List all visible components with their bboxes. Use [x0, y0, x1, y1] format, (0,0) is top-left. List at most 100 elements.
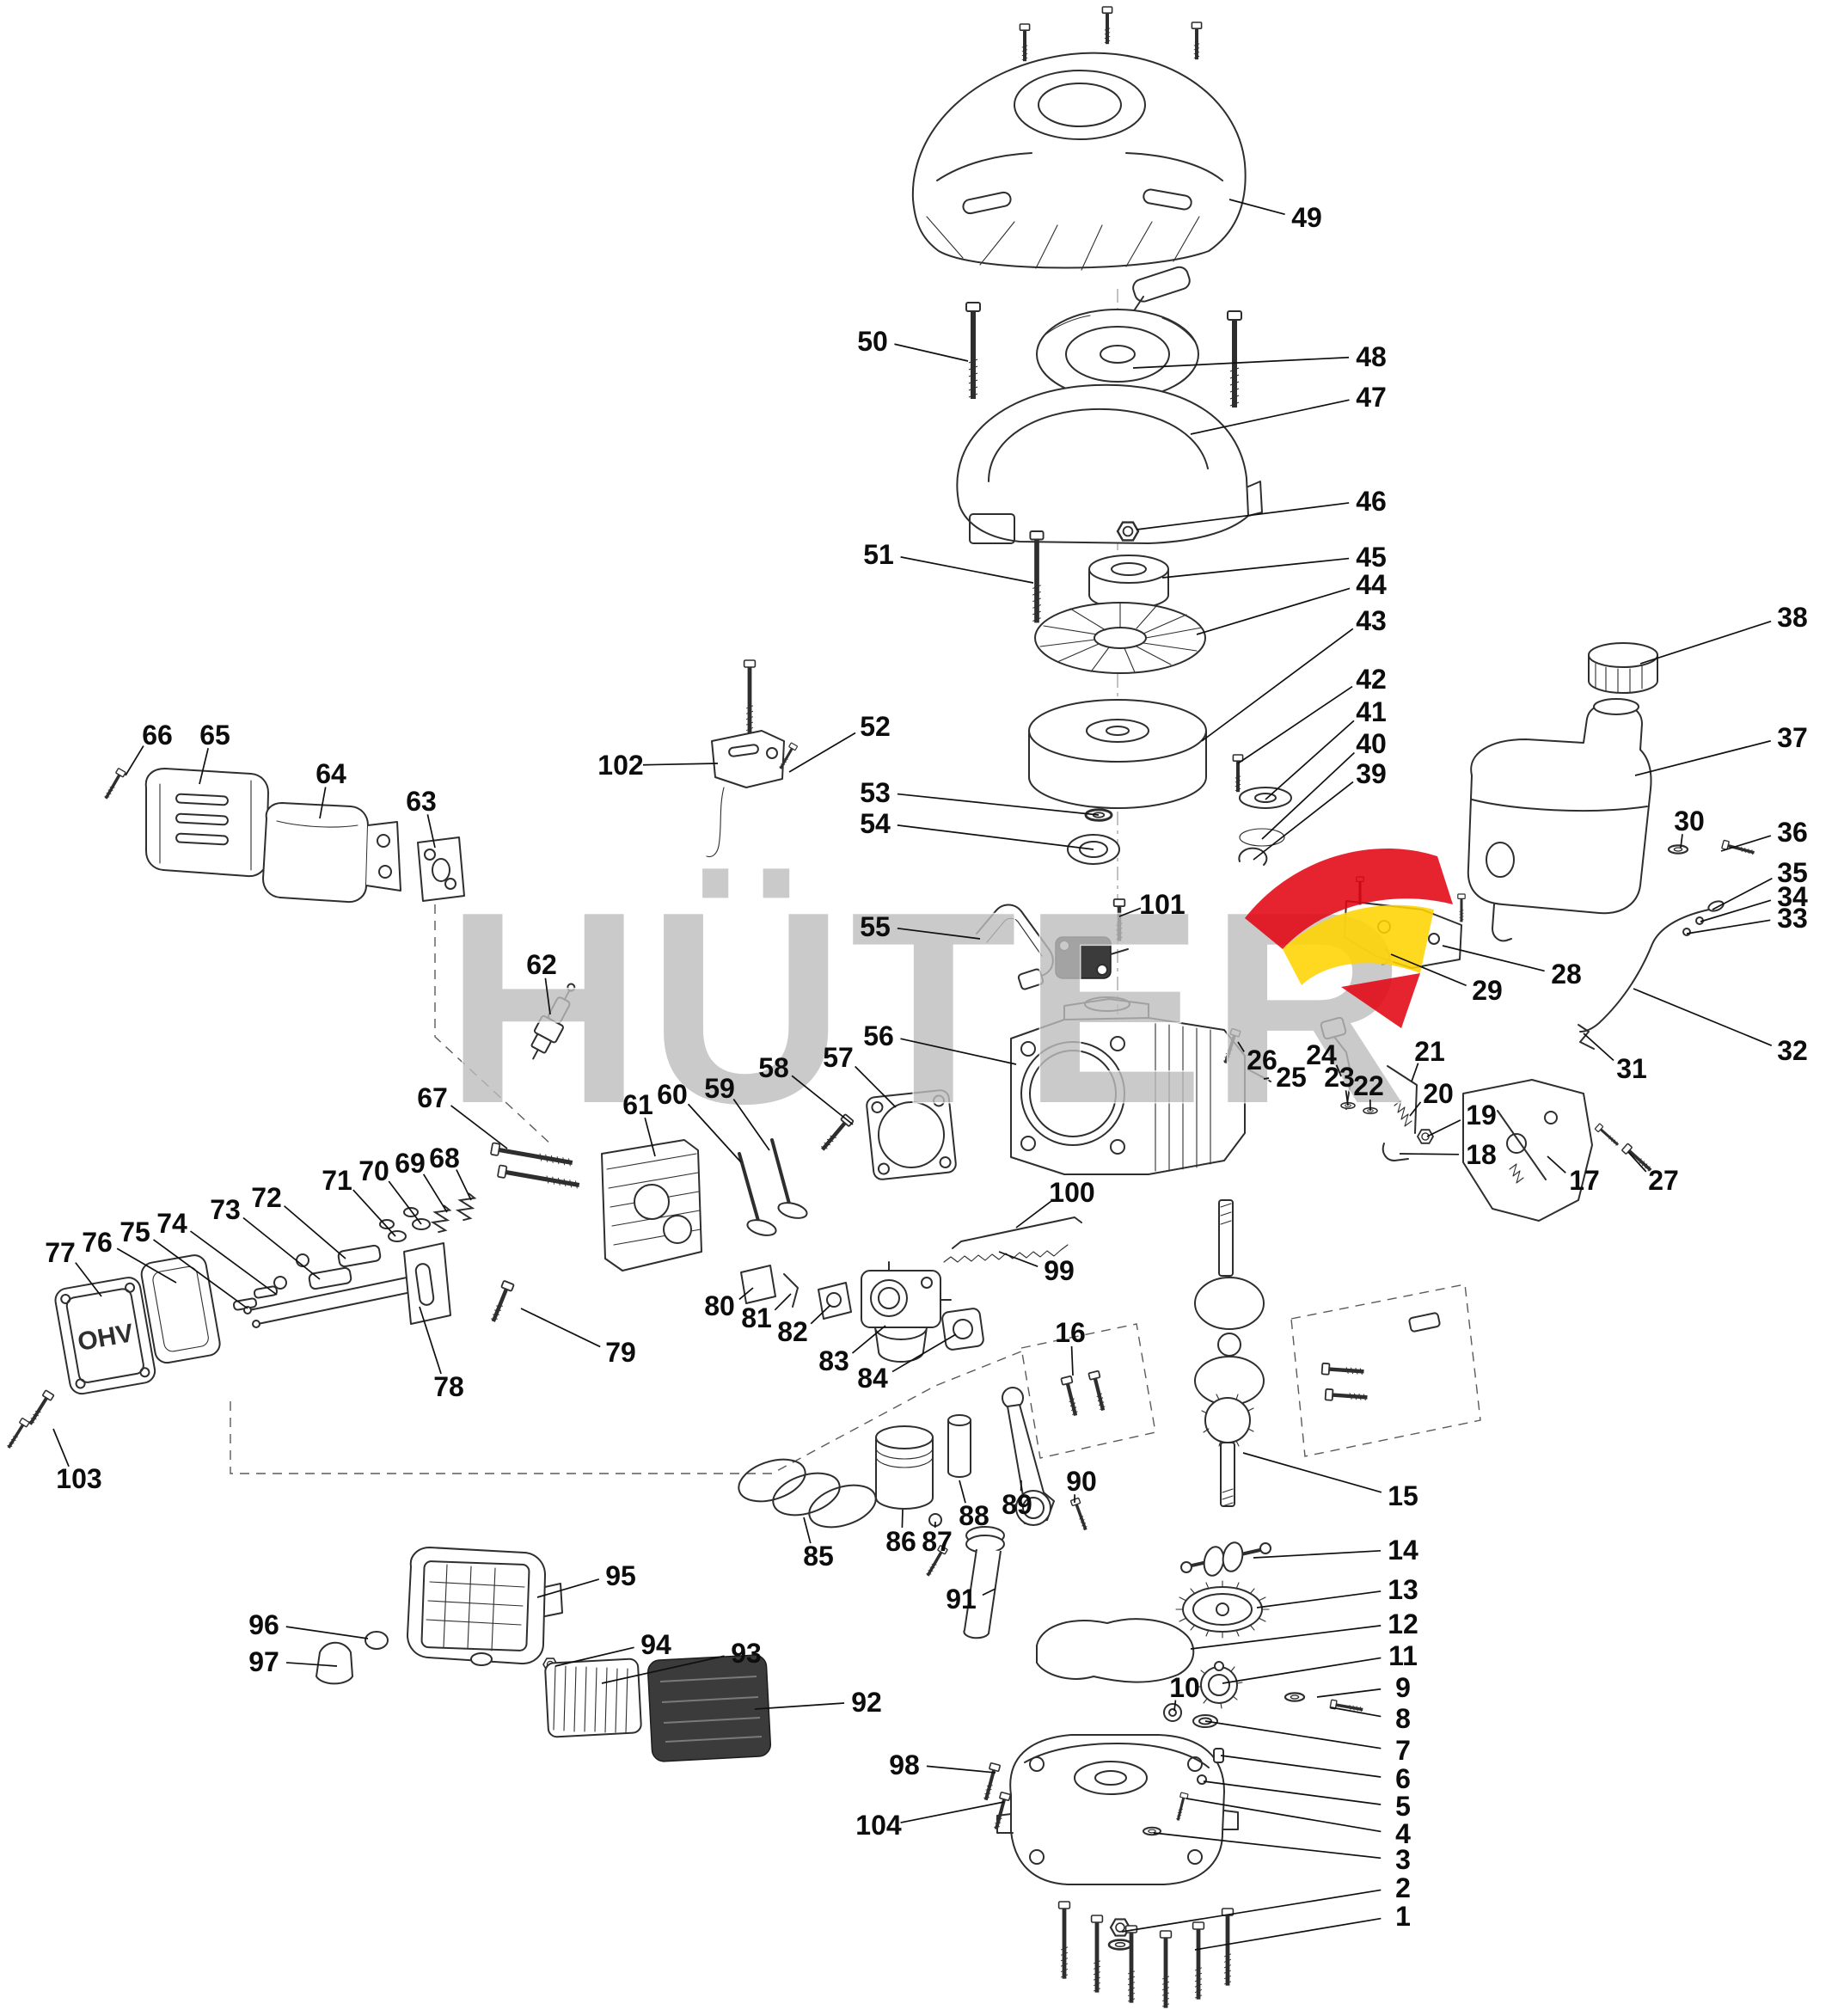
callout-55: 55 [860, 911, 891, 942]
callout-97: 97 [248, 1646, 279, 1677]
case-bolt-3 [1126, 1926, 1137, 2003]
valve-retainers [379, 1207, 431, 1242]
sump-bolt-b [991, 1792, 1010, 1831]
valve-spring-1 [455, 1191, 476, 1222]
fuel-cap [1588, 642, 1658, 694]
callout-7: 7 [1395, 1735, 1411, 1766]
leader-line-12 [1190, 1625, 1382, 1650]
engine-top-cover [911, 52, 1247, 271]
muffler [262, 802, 401, 904]
dowel-pin-2 [1197, 1774, 1207, 1785]
callout-16: 16 [1055, 1317, 1086, 1348]
callout-25: 25 [1276, 1062, 1307, 1093]
leader-line-80 [738, 1287, 754, 1301]
leader-line-50 [894, 343, 969, 362]
callout-73: 73 [210, 1194, 241, 1225]
callout-63: 63 [406, 786, 437, 817]
piston-rings [738, 1458, 877, 1529]
leader-line-11 [1222, 1657, 1382, 1684]
callout-65: 65 [199, 720, 230, 751]
leader-line-78 [419, 1306, 442, 1375]
camshaft [1180, 1541, 1271, 1577]
callout-38: 38 [1777, 602, 1808, 633]
watermark-text: HÜTER [444, 855, 1412, 1161]
callout-40: 40 [1356, 728, 1387, 759]
leader-line-75 [153, 1239, 248, 1309]
lever-nut [1417, 1129, 1434, 1144]
callout-91: 91 [946, 1584, 977, 1615]
leader-line-55 [897, 927, 981, 940]
leader-line-56 [900, 1038, 1017, 1065]
leader-line-68 [456, 1169, 472, 1201]
callout-76: 76 [82, 1227, 113, 1258]
callout-49: 49 [1291, 202, 1322, 233]
callout-1: 1 [1395, 1901, 1411, 1932]
piston-pin [947, 1414, 971, 1478]
callout-77: 77 [45, 1237, 76, 1268]
callout-27: 27 [1648, 1165, 1679, 1196]
callout-51: 51 [863, 539, 894, 570]
ignition-coil [1055, 936, 1129, 979]
leader-line-41 [1265, 720, 1355, 800]
leader-line-9 [1316, 1688, 1382, 1698]
muffler-heat-shield [144, 768, 269, 878]
callout-24: 24 [1306, 1039, 1337, 1070]
air-filter-element [544, 1658, 642, 1738]
leader-line-101 [1118, 907, 1142, 917]
callout-50: 50 [857, 326, 888, 357]
leader-line-52 [788, 732, 856, 773]
leader-line-86 [901, 1509, 904, 1529]
air-filter-housing [407, 1547, 563, 1666]
callout-13: 13 [1388, 1574, 1418, 1605]
leader-line-83 [851, 1325, 886, 1354]
rod-bolt-kit [1020, 1323, 1156, 1459]
governor-rod [943, 1216, 1082, 1263]
leader-line-103 [52, 1428, 70, 1468]
callout-52: 52 [860, 711, 891, 742]
callout-22: 22 [1353, 1070, 1384, 1101]
leader-line-97 [285, 1662, 338, 1667]
leader-line-79 [520, 1308, 601, 1348]
callout-93: 93 [731, 1638, 762, 1669]
leader-line-10 [1173, 1700, 1177, 1712]
leader-line-102 [642, 763, 719, 766]
spark-plug [530, 983, 576, 1060]
cover-bolt-1 [1020, 24, 1029, 61]
governor-pinion [1163, 1703, 1182, 1722]
governor-link-pin [1247, 1069, 1271, 1082]
callout-8: 8 [1395, 1703, 1411, 1734]
case-bolt-4 [1161, 1931, 1172, 2008]
leader-lines [52, 199, 1773, 1951]
leader-line-34 [1700, 899, 1772, 922]
leader-line-30 [1680, 834, 1683, 849]
leader-line-48 [1132, 356, 1350, 369]
leader-line-32 [1633, 988, 1773, 1046]
valve-cover-gasket [140, 1254, 221, 1364]
carburetor [861, 1261, 952, 1363]
sump-bolt-a [981, 1763, 1000, 1802]
callout-20: 20 [1423, 1078, 1454, 1109]
callout-35: 35 [1777, 857, 1808, 888]
leader-line-38 [1639, 620, 1772, 665]
callout-100: 100 [1049, 1177, 1094, 1208]
leader-line-7 [1204, 1720, 1382, 1749]
leader-line-76 [116, 1247, 177, 1284]
leader-line-53 [897, 793, 1100, 816]
leader-line-33 [1686, 919, 1771, 934]
leader-line-49 [1228, 199, 1285, 216]
primer-cap [316, 1641, 353, 1685]
housing-bolt-long [1030, 531, 1043, 622]
callout-87: 87 [922, 1526, 953, 1557]
callout-28: 28 [1551, 959, 1582, 990]
callout-10: 10 [1169, 1672, 1200, 1703]
throttle-lever [1320, 1016, 1418, 1161]
oil-seal-inner [1198, 1717, 1212, 1725]
leader-line-82 [810, 1304, 831, 1325]
callout-85: 85 [803, 1541, 834, 1572]
leader-line-72 [284, 1205, 346, 1259]
muffler-gasket [417, 836, 465, 902]
leader-line-31 [1583, 1033, 1614, 1062]
leader-line-71 [352, 1189, 396, 1237]
callout-72: 72 [251, 1182, 282, 1213]
